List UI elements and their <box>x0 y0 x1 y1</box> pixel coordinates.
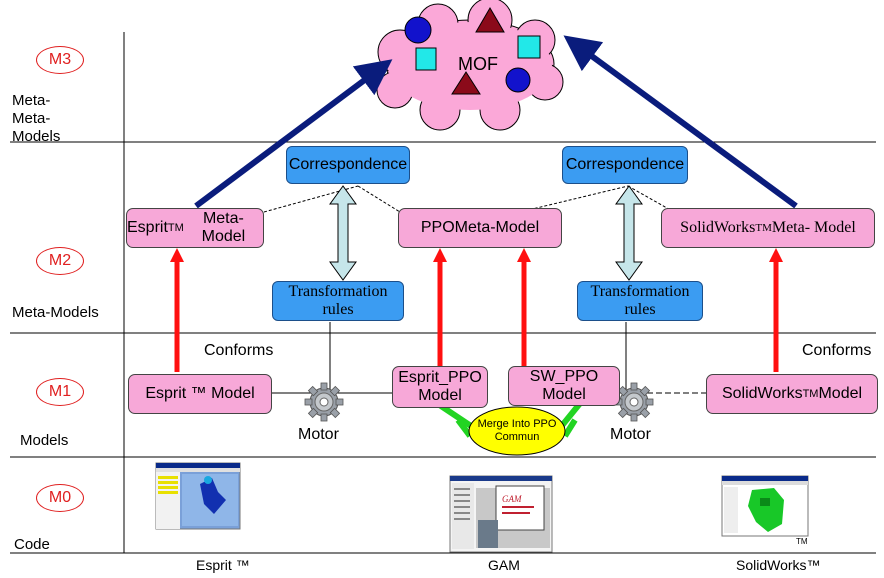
solidworks-screenshot-tm: TM <box>796 537 808 546</box>
sw-ppo-model-box: SW_PPO Model <box>508 366 620 406</box>
trademark-sup: TM <box>167 222 184 234</box>
mof-label: MOF <box>458 54 498 74</box>
mof-circle-shape <box>404 16 432 44</box>
mof-square-shape-2 <box>517 35 541 59</box>
correspondence-box-right: Correspondence <box>562 146 688 184</box>
code-caption-solidworks: SolidWorks™ <box>736 557 821 573</box>
esprit-metamodel-name: Esprit <box>127 219 168 236</box>
correspondence-double-arrow-right <box>615 185 643 281</box>
conforms-label-left: Conforms <box>204 342 274 359</box>
dashed-link <box>357 185 401 213</box>
merge-ellipse <box>468 406 566 456</box>
transformation-rules-box-right: Transformation rules <box>577 281 703 321</box>
trademark-sup: TM <box>755 222 772 234</box>
level-name-line: Meta- <box>12 110 51 127</box>
merge-label: Merge Into PPO Commun <box>477 418 557 443</box>
gear-icon <box>614 382 654 422</box>
dashed-link <box>627 185 675 213</box>
correspondence-double-arrow-left <box>329 185 357 281</box>
code-caption-gam: GAM <box>488 557 520 573</box>
level-tag-m1: M1 <box>36 378 84 406</box>
solidworks-model-name: SolidWorks <box>721 385 803 402</box>
conforms-arrow <box>769 248 783 372</box>
level-tag-m3: M3 <box>36 46 84 74</box>
mof-triangle-shape <box>475 7 505 33</box>
solidworks-model-suffix: Model <box>818 385 863 402</box>
level-tag-m0: M0 <box>36 484 84 512</box>
gam-screenshot: GAM <box>449 475 553 553</box>
mof-square-shape <box>415 47 437 71</box>
correspondence-box-left: Correspondence <box>286 146 410 184</box>
solidworks-metamodel-name: SolidWorks <box>680 219 756 236</box>
level-tag-m2: M2 <box>36 247 84 275</box>
level-name-m2: Meta-Models <box>12 304 99 321</box>
solidworks-to-mof-arrow <box>563 35 798 209</box>
gam-overlay-text: GAM <box>502 494 522 504</box>
level-name-line: Meta- <box>12 92 51 109</box>
mof-triangle-shape-2 <box>451 71 481 95</box>
esprit-model-box: Esprit ™ Model <box>128 374 272 414</box>
ppo-metamodel-box: PPOMeta-Model <box>398 208 562 248</box>
trademark-sup: TM <box>802 388 819 400</box>
mof-circle-shape-2 <box>505 67 531 93</box>
esprit-screenshot <box>155 462 241 530</box>
solidworks-metamodel-suffix: Meta- Model <box>771 219 856 236</box>
solidworks-screenshot <box>721 475 809 537</box>
esprit-ppo-model-box: Esprit_PPO Model <box>392 366 488 408</box>
esprit-metamodel-suffix: Meta-Model <box>201 210 246 245</box>
conforms-arrow <box>170 248 184 372</box>
level-name-line: Models <box>12 128 61 145</box>
conforms-label-right: Conforms <box>802 342 872 359</box>
level-name-m3: Meta- Meta- Models <box>12 92 60 146</box>
esprit-to-mof-arrow <box>194 59 393 209</box>
level-name-m0: Code <box>14 536 50 553</box>
conforms-arrow <box>433 248 447 368</box>
level-name-m1: Models <box>20 432 69 449</box>
code-caption-esprit: Esprit ™ <box>196 557 250 573</box>
conforms-arrow <box>517 248 531 368</box>
transformation-rules-box-left: Transformation rules <box>272 281 404 321</box>
motor-label-left: Motor <box>298 426 339 443</box>
gear-icon <box>304 382 344 422</box>
motor-label-right: Motor <box>610 426 651 443</box>
dashed-link <box>519 185 629 213</box>
